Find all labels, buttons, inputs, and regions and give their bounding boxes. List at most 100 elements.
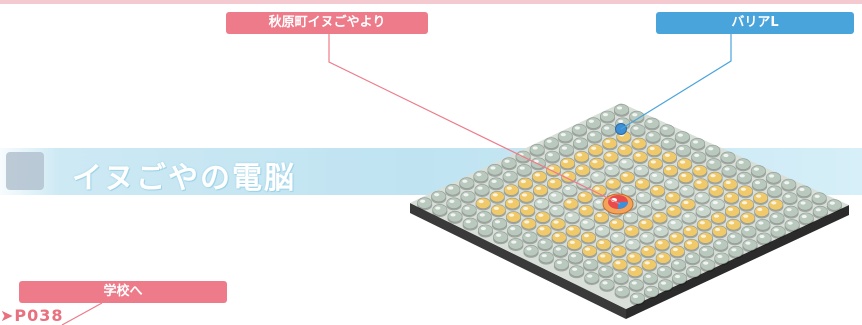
- floor-tile: [754, 205, 770, 218]
- floor-tile-highlight: [729, 221, 735, 225]
- floor-tile: [598, 265, 614, 277]
- floor-tile: [700, 259, 716, 271]
- floor-tile: [755, 219, 771, 231]
- floor-tile: [624, 225, 640, 237]
- barrier-l-label[interactable]: バリアL: [656, 12, 854, 34]
- floor-tile: [610, 231, 626, 244]
- floor-tile-highlight: [669, 207, 675, 211]
- floor-tile-highlight: [617, 288, 623, 292]
- floor-tile: [741, 225, 757, 238]
- floor-tile: [577, 191, 593, 203]
- floor-tile-highlight: [725, 180, 731, 185]
- floor-tile-highlight: [739, 174, 745, 178]
- floor-tile-highlight: [651, 173, 658, 177]
- floor-tile: [560, 157, 576, 170]
- floor-tile-highlight: [599, 240, 605, 245]
- floor-tile: [721, 165, 737, 177]
- floor-tile: [603, 151, 619, 163]
- floor-tile: [462, 217, 478, 230]
- floor-tile-highlight: [787, 221, 793, 225]
- floor-tile: [632, 151, 648, 163]
- floor-tile: [599, 110, 615, 123]
- floor-tile: [677, 158, 693, 170]
- floor-tile-highlight: [672, 247, 678, 252]
- floor-tile: [686, 265, 702, 278]
- floor-tile: [722, 178, 738, 190]
- floor-tile-highlight: [577, 153, 583, 157]
- floor-tile-highlight: [717, 254, 723, 259]
- floor-tile: [753, 192, 769, 204]
- floor-tile: [590, 171, 606, 183]
- floor-tile-highlight: [640, 207, 646, 211]
- floor-tile: [637, 205, 653, 217]
- floor-tile-highlight: [685, 227, 691, 231]
- floor-tile: [694, 191, 710, 204]
- akihabara-doghouse-link-label[interactable]: 秋原町イヌごやより: [226, 12, 428, 34]
- floor-tile: [656, 265, 672, 278]
- floor-tile-highlight: [723, 153, 729, 158]
- floor-tile-highlight: [492, 193, 498, 197]
- floor-tile: [658, 279, 674, 291]
- floor-tile: [640, 245, 656, 257]
- floor-tile-highlight: [588, 119, 595, 123]
- floor-tile: [682, 225, 698, 237]
- floor-tile-highlight: [504, 159, 510, 163]
- floor-tile-highlight: [682, 187, 688, 191]
- floor-tile-highlight: [663, 140, 669, 144]
- floor-tile-highlight: [538, 213, 544, 217]
- floor-tile-highlight: [647, 119, 653, 124]
- floor-tile-highlight: [556, 260, 563, 265]
- floor-tile-highlight: [814, 194, 820, 198]
- floor-tile-highlight: [668, 194, 674, 198]
- floor-tile-highlight: [448, 186, 454, 190]
- entry-portal-icon[interactable]: [602, 193, 634, 215]
- floor-tile-highlight: [553, 220, 559, 224]
- floor-tile: [642, 272, 658, 284]
- floor-tile-highlight: [506, 186, 512, 190]
- floor-tile-highlight: [654, 200, 660, 204]
- floor-tile-highlight: [605, 139, 611, 144]
- floor-tile: [768, 198, 784, 211]
- floor-tile: [520, 204, 536, 216]
- floor-tile: [707, 171, 723, 184]
- floor-tile-highlight: [575, 139, 582, 143]
- floor-tile-highlight: [465, 220, 471, 224]
- floor-tile-highlight: [714, 227, 721, 232]
- floor-tile: [613, 272, 629, 284]
- floor-tile-highlight: [753, 167, 759, 171]
- floor-tile: [714, 252, 730, 264]
- floor-tile: [678, 171, 694, 184]
- floor-tile-highlight: [572, 267, 578, 271]
- floor-tile-highlight: [689, 268, 695, 272]
- floor-tile: [529, 144, 545, 156]
- floor-tile-highlight: [567, 213, 573, 217]
- floor-tile: [564, 211, 580, 223]
- floor-tile-highlight: [665, 167, 672, 171]
- floor-tile: [477, 224, 493, 236]
- floor-tile-highlight: [638, 193, 645, 198]
- floor-tile: [617, 144, 633, 156]
- floor-tile: [459, 177, 475, 189]
- floor-tile-highlight: [564, 173, 570, 177]
- floor-tile: [655, 252, 671, 264]
- floor-tile-highlight: [560, 133, 566, 137]
- to-school-label[interactable]: 学校へ: [19, 281, 227, 303]
- floor-tile: [767, 185, 783, 197]
- floor-tile: [675, 144, 691, 157]
- floor-tile: [697, 232, 713, 244]
- floor-tile-highlight: [521, 193, 528, 197]
- floor-tile-highlight: [622, 173, 628, 177]
- floor-tile-highlight: [644, 261, 650, 265]
- floor-tile: [609, 218, 625, 230]
- floor-tile-highlight: [505, 173, 511, 177]
- floor-tile: [812, 205, 828, 218]
- floor-tile-highlight: [587, 274, 593, 278]
- floor-tile-highlight: [520, 179, 526, 184]
- floor-tile-highlight: [596, 213, 602, 218]
- floor-tile-highlight: [727, 207, 734, 211]
- floor-tile: [706, 158, 722, 170]
- floor-tile-highlight: [581, 207, 587, 211]
- floor-tile: [699, 245, 715, 258]
- floor-tile-highlight: [604, 126, 610, 130]
- floor-tile: [611, 245, 627, 257]
